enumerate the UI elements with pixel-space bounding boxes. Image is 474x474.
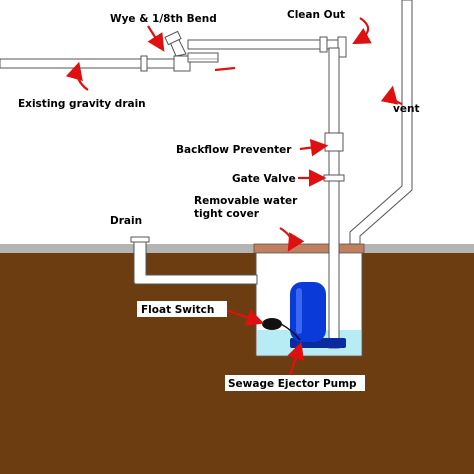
basin-cover xyxy=(253,243,365,254)
pump-arrow xyxy=(287,341,305,376)
label-clean-out: Clean Out xyxy=(287,9,345,21)
float-switch-label-box xyxy=(137,301,227,317)
wye-fitting xyxy=(164,30,219,72)
gravity-drain-pipe xyxy=(0,55,179,72)
clean-out-arrow xyxy=(352,17,372,45)
label-vent: vent xyxy=(393,103,419,115)
label-drain: Drain xyxy=(110,215,142,227)
float-switch xyxy=(262,318,301,341)
soil xyxy=(0,252,474,474)
cover-arrow xyxy=(279,227,305,252)
pump-label-box xyxy=(225,375,365,391)
label-pump: Sewage Ejector Pump xyxy=(228,378,357,390)
gravity-drain-arrow xyxy=(214,66,236,72)
label-cover-line2: tight cover xyxy=(194,208,260,220)
label-backflow: Backflow Preventer xyxy=(176,144,292,156)
discharge-vertical-pipe xyxy=(323,47,345,349)
vent-pipe xyxy=(349,0,413,245)
basement-floor xyxy=(0,244,474,253)
label-wye: Wye & 1/8th Bend xyxy=(110,13,217,25)
floor-drain-pipe xyxy=(130,236,258,285)
label-float-switch: Float Switch xyxy=(141,304,214,316)
backflow-arrow xyxy=(299,138,329,157)
label-cover-line1: Removable water xyxy=(194,195,298,207)
label-gate-valve: Gate Valve xyxy=(232,173,296,185)
wye-arrow xyxy=(147,25,165,52)
gate-valve xyxy=(323,174,345,182)
annotation-arrows xyxy=(65,17,403,376)
discharge-horizontal-pipe xyxy=(187,36,347,58)
existing-drain-arrow xyxy=(65,61,89,91)
label-existing-drain: Existing gravity drain xyxy=(18,98,146,110)
vent-arrow xyxy=(380,85,403,106)
float-switch-arrow xyxy=(225,308,265,326)
backflow-preventer xyxy=(324,132,344,152)
